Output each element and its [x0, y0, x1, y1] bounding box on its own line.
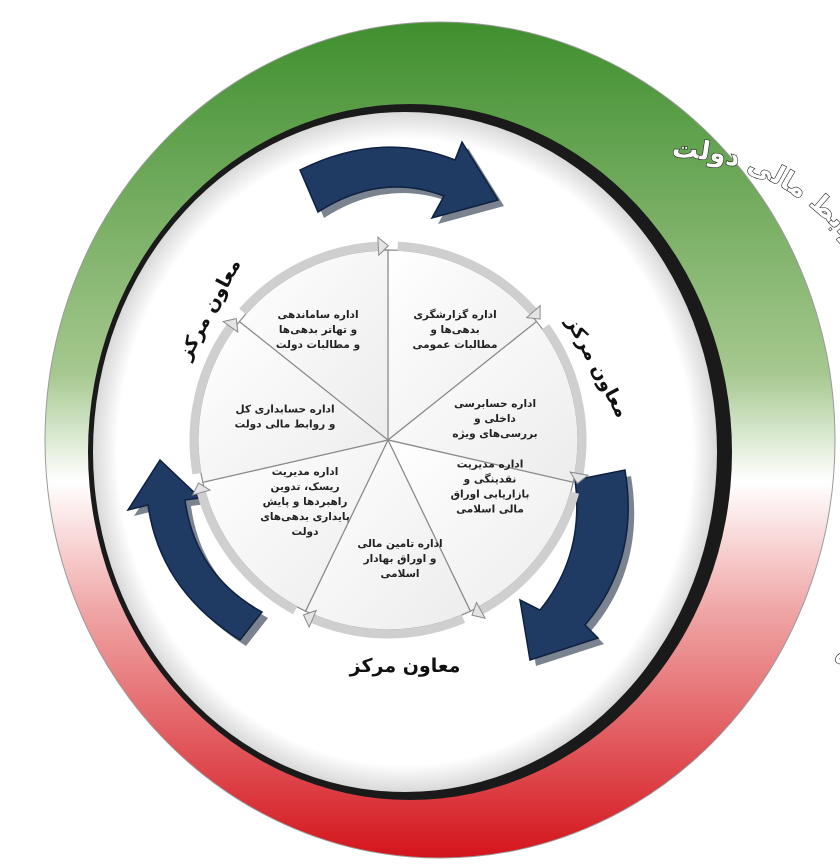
department-label-line: اداره حسابرسی: [454, 398, 536, 410]
department-label-line: و اوراق بهادار: [363, 553, 437, 565]
department-label-line: بررسی‌های ویژه: [452, 428, 537, 440]
department-label-line: اداره گزارشگری: [413, 308, 496, 321]
department-label-line: و تهاتر بدهی‌ها: [279, 324, 357, 336]
department-label-line: بدهی‌ها و: [429, 324, 479, 336]
department-label-line: اداره تامین مالی: [357, 538, 442, 550]
department-label-line: ریسک، تدوین: [271, 481, 340, 493]
department-label-line: داخلی و: [473, 413, 516, 425]
department-label-line: بازاریابی اوراق: [451, 489, 530, 501]
department-label-line: اسلامی: [380, 568, 419, 580]
deputy-label-bottom: معاون مرکز: [349, 655, 461, 677]
department-label-line: اداره مدیریت: [457, 459, 524, 471]
department-label-line: و مطالبات دولت: [276, 339, 360, 351]
department-label-line: نقدینگی و: [463, 473, 517, 486]
department-label-line: اداره ساماندهی: [277, 309, 358, 321]
department-label-line: و روابط مالی دولت: [235, 419, 336, 431]
department-label-line: راهبردها و پایش: [263, 496, 348, 508]
department-label-line: دولت: [292, 526, 320, 538]
department-label-line: مطالبات عمومی: [413, 339, 498, 351]
department-label: اداره ساماندهی و تهاتر بدهی‌ها و مطالبات د…: [276, 309, 360, 351]
department-label-line: مالی اسلامی: [456, 504, 524, 516]
department-label-line: اداره حسابداری کل: [235, 404, 334, 416]
department-label-line: اداره مدیریت: [272, 466, 339, 478]
department-label-line: پایداری بدهی‌های: [260, 511, 350, 523]
